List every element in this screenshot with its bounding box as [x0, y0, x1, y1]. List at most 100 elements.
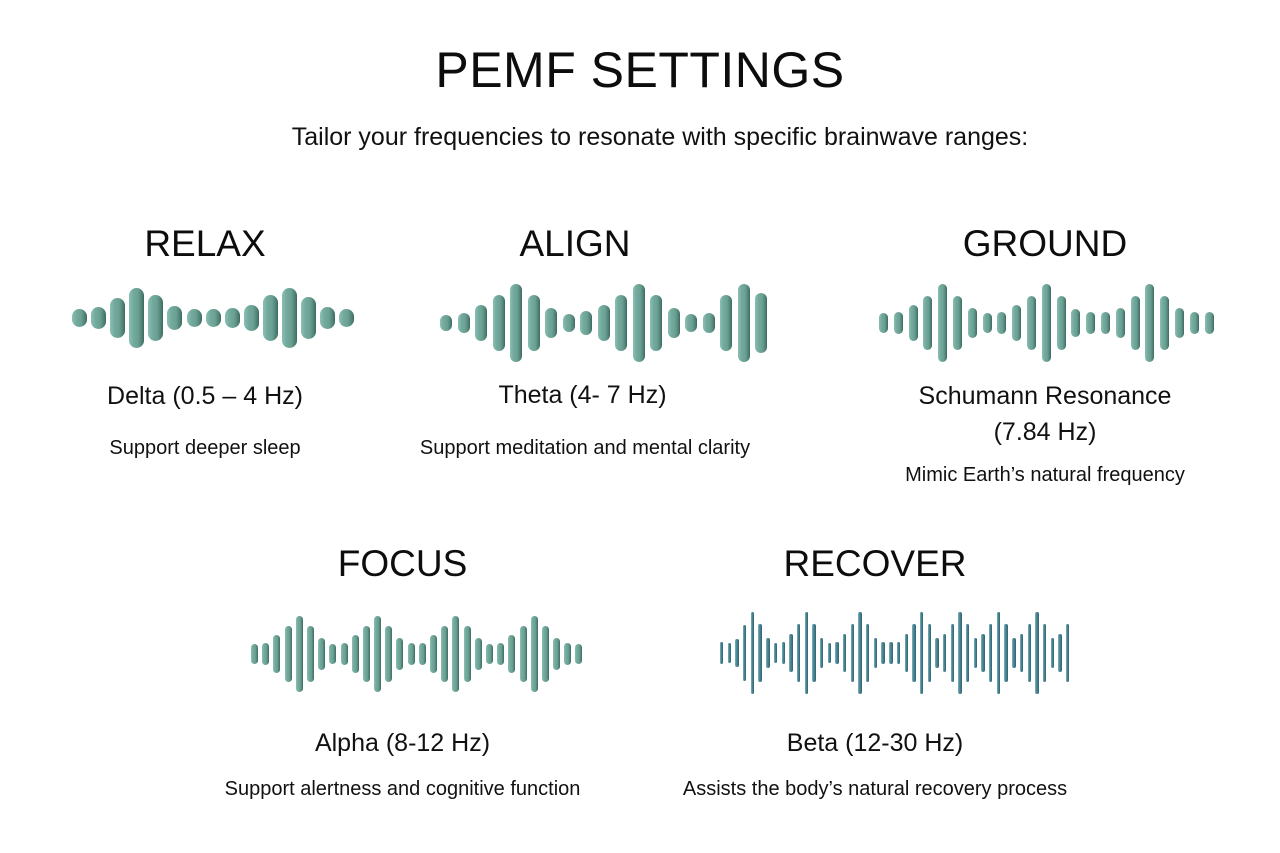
wave-bar — [463, 626, 471, 682]
wave-bar — [441, 626, 449, 682]
wave-bar — [562, 314, 575, 332]
wave-bar — [650, 295, 662, 351]
mode-description: Support alertness and cognitive function — [224, 778, 581, 800]
wave-bar — [457, 313, 470, 333]
mode-align[interactable]: ALIGN Theta (4- 7 Hz) Support meditation… — [385, 220, 785, 470]
wave-bar — [306, 626, 314, 682]
wave-bar — [766, 638, 770, 668]
wave-bar — [1042, 624, 1047, 682]
wave-bar — [340, 643, 348, 665]
wave-bar — [508, 635, 516, 673]
wave-bar — [1041, 284, 1051, 362]
frequency-label: Beta (12-30 Hz) — [786, 729, 964, 757]
wave-bar — [796, 624, 801, 682]
wave-bar — [996, 612, 1001, 694]
wave-bar — [1174, 308, 1184, 338]
wave-bar — [1115, 308, 1125, 338]
wave-bar — [1160, 296, 1170, 350]
wave-bar — [727, 643, 732, 663]
wave-bar — [273, 635, 281, 673]
wave-bar — [720, 295, 732, 351]
mode-focus[interactable]: FOCUS Alpha (8-12 Hz) Support alertness … — [190, 540, 615, 810]
wave-bar — [251, 644, 258, 664]
wave-bar — [743, 625, 747, 681]
wave-bar — [989, 624, 993, 682]
wave-bar — [896, 642, 901, 664]
wave-bar — [819, 638, 824, 668]
wave-bar — [904, 634, 908, 672]
wave-bar — [773, 643, 778, 663]
wave-bar — [889, 642, 893, 664]
wave-bar — [418, 643, 426, 665]
wave-bar — [1145, 284, 1155, 362]
frequency-label: Alpha (8-12 Hz) — [314, 729, 491, 757]
frequency-label: Delta (0.5 – 4 Hz) — [107, 382, 303, 410]
wave-bar — [942, 634, 947, 672]
wave-bar — [430, 635, 437, 673]
wave-bar — [575, 644, 583, 664]
wave-bar — [685, 314, 697, 332]
wave-bar — [385, 626, 393, 682]
wave-bar — [873, 638, 878, 668]
wave-bar — [702, 313, 715, 333]
wave-bar — [912, 624, 916, 682]
wave-bar — [835, 642, 839, 664]
wave-bar — [72, 309, 87, 327]
wave-bar — [329, 644, 337, 664]
wave-bar — [262, 643, 270, 665]
sound-wave-icon — [879, 283, 1214, 363]
mode-recover[interactable]: RECOVER Beta (12-30 Hz) Assists the body… — [650, 540, 1140, 810]
wave-bar — [737, 284, 750, 362]
frequency-value: (7.84 Hz) — [993, 418, 1097, 446]
wave-bar — [1027, 624, 1031, 682]
wave-bar — [243, 305, 259, 331]
wave-bar — [1026, 296, 1036, 350]
wave-bar — [148, 295, 164, 341]
wave-bar — [224, 308, 240, 328]
wave-bar — [527, 295, 540, 351]
wave-bar — [485, 644, 493, 664]
wave-bar — [789, 634, 793, 672]
sound-wave-icon — [72, 286, 355, 350]
wave-bar — [720, 642, 724, 664]
wave-bar — [545, 308, 557, 338]
wave-bar — [396, 638, 404, 670]
mode-description: Mimic Earth’s natural frequency — [905, 464, 1185, 486]
wave-bar — [758, 624, 762, 682]
sound-wave-icon — [440, 283, 767, 363]
wave-bar — [804, 612, 808, 694]
wave-bar — [553, 638, 561, 670]
wave-bar — [497, 643, 505, 665]
wave-bar — [952, 296, 962, 350]
wave-bar — [186, 309, 202, 327]
wave-bar — [812, 624, 816, 682]
wave-bar — [597, 305, 610, 341]
wave-bar — [564, 643, 572, 665]
wave-bar — [374, 616, 382, 692]
mode-ground[interactable]: GROUND Schumann Resonance (7.84 Hz) Mimi… — [865, 220, 1225, 500]
wave-bar — [997, 312, 1007, 334]
mode-description: Support deeper sleep — [109, 437, 301, 459]
mode-relax[interactable]: RELAX Delta (0.5 – 4 Hz) Support deeper … — [60, 220, 355, 470]
sound-wave-icon — [251, 614, 583, 694]
wave-bar — [492, 295, 505, 351]
page-subtitle: Tailor your frequencies to resonate with… — [291, 123, 1029, 151]
wave-bar — [510, 284, 522, 362]
mode-title: FOCUS — [337, 543, 468, 584]
wave-bar — [981, 634, 985, 672]
wave-bar — [667, 308, 680, 338]
wave-bar — [843, 634, 847, 672]
frequency-label: Theta (4- 7 Hz) — [498, 381, 667, 409]
wave-bar — [318, 638, 326, 670]
wave-bar — [735, 639, 739, 667]
wave-bar — [893, 312, 903, 334]
wave-bar — [1071, 309, 1081, 337]
mode-title: RELAX — [144, 223, 266, 264]
wave-bar — [1058, 634, 1062, 672]
sound-wave-icon — [720, 610, 1070, 696]
wave-bar — [301, 297, 317, 339]
wave-bar — [580, 311, 592, 335]
wave-bar — [827, 643, 832, 663]
frequency-label: Schumann Resonance — [918, 382, 1172, 410]
wave-bar — [908, 305, 918, 341]
